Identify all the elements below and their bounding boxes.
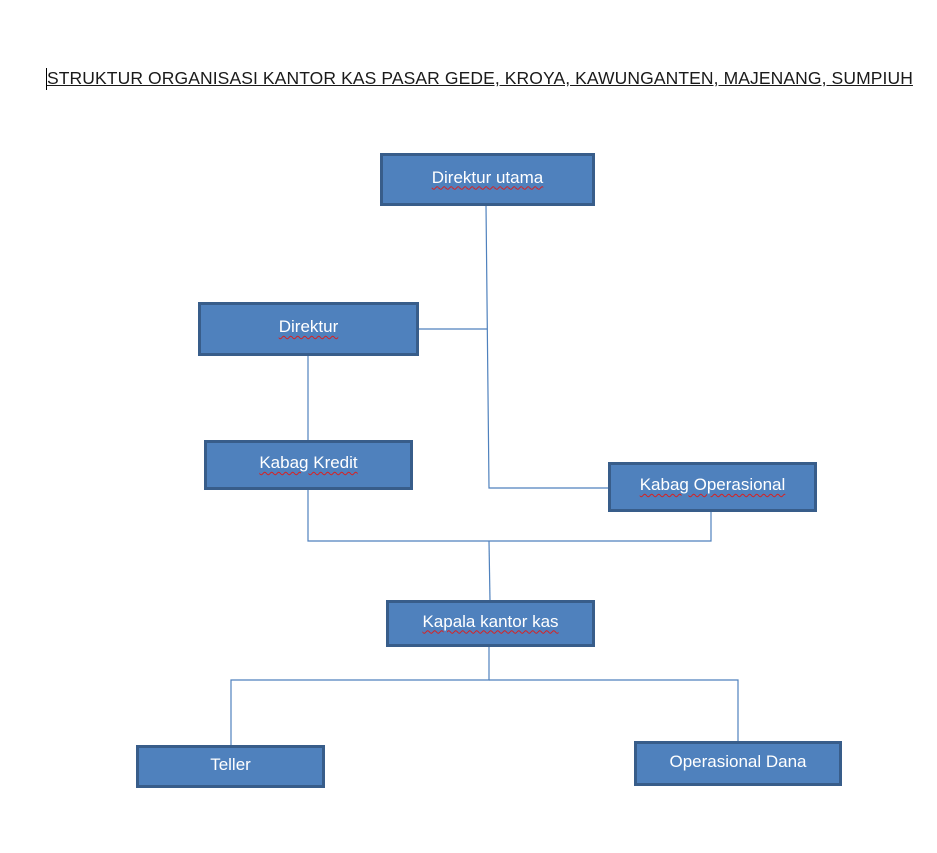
node-operasional-dana[interactable]: Operasional Dana bbox=[634, 741, 842, 786]
node-operasional-dana-label: Operasional Dana bbox=[669, 751, 807, 771]
node-kabag-operasional-label: Kabag Operasional bbox=[639, 475, 786, 494]
node-kabag-kredit[interactable]: Kabag Kredit bbox=[204, 440, 413, 490]
connector-bar-to-kepala-kantor-kas bbox=[488, 540, 491, 602]
document-title: STRUKTUR ORGANISASI KANTOR KAS PASAR GED… bbox=[47, 68, 913, 88]
node-direktur[interactable]: Direktur bbox=[198, 302, 419, 356]
node-teller-label: Teller bbox=[210, 754, 251, 774]
connector-kepala-to-operasional-dana bbox=[489, 679, 739, 742]
node-kepala-kantor-kas-label: Kapala kantor kas bbox=[422, 611, 559, 631]
node-direktur-utama[interactable]: Direktur utama bbox=[380, 153, 595, 206]
connector-kabag-bar bbox=[307, 489, 712, 542]
node-kabag-operasional[interactable]: Kabag Operasional bbox=[608, 462, 817, 512]
text-cursor bbox=[46, 68, 47, 90]
node-teller[interactable]: Teller bbox=[136, 745, 325, 788]
connector-direktur-utama-to-kabag-operasional bbox=[485, 204, 609, 489]
node-kabag-kredit-label: Kabag Kredit bbox=[259, 453, 358, 472]
connector-kepala-to-teller bbox=[230, 646, 490, 746]
node-direktur-label: Direktur bbox=[278, 317, 339, 336]
node-kepala-kantor-kas[interactable]: Kapala kantor kas bbox=[386, 600, 595, 647]
node-direktur-utama-label: Direktur utama bbox=[431, 167, 544, 187]
